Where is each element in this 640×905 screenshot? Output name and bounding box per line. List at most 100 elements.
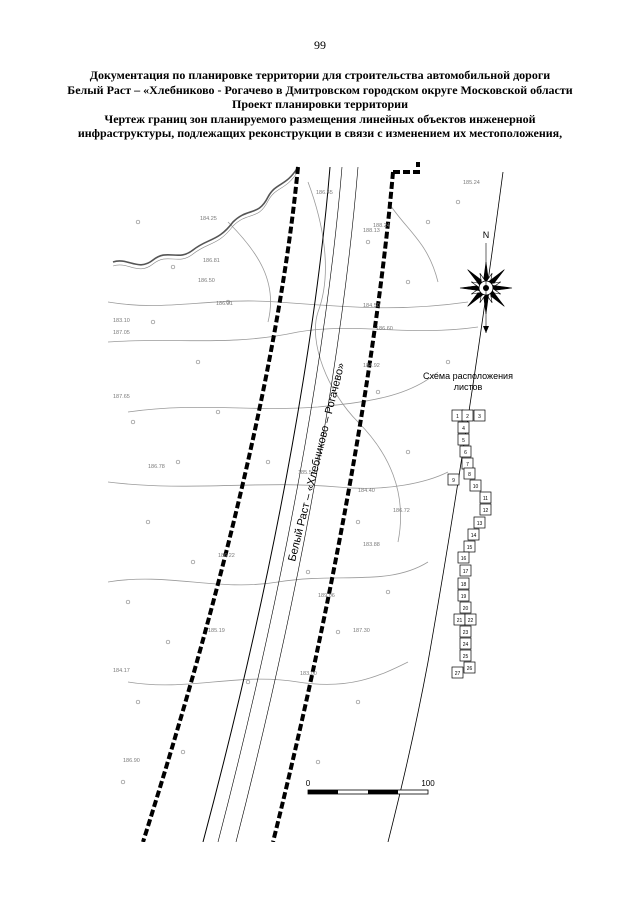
sheet-number: 15 [467,545,473,551]
elevation-label: 186.31 [216,301,233,307]
scale-bar: 0 100 [306,779,435,795]
header-line-3: Проект планировки территории [231,97,409,111]
sheet-number: 27 [455,671,461,677]
header-line-4: Чертеж границ зон планируемого размещени… [104,111,536,126]
elevation-label: 183.88 [363,542,380,548]
elevation-labels: 186.45 188.13 185.24 184.25 186.81 186.50 183.… [113,180,480,764]
elevation-label: 185.19 [208,628,225,634]
elevation-label: 186.50 [198,278,215,284]
sheet-box [457,589,470,602]
sheet-box [459,564,472,577]
sheet-box [457,433,470,446]
sheet-scheme-title: Схема расположения [423,371,513,381]
sheet-box [459,625,472,638]
sheet-box [479,503,492,516]
sheet-number: 5 [462,438,465,444]
elevation-label: 187.05 [113,330,130,336]
sheet-box [463,661,476,674]
road-centerlines [202,166,359,842]
sheet-box [457,577,470,590]
sheet-number: 3 [478,414,481,420]
elevation-label: 184.17 [113,668,130,674]
sheet-number: 2 [466,414,469,420]
sheet-box [473,409,486,422]
river-bank [112,170,299,269]
sheet-number: 22 [468,618,474,624]
contour-lines [108,181,479,686]
sheet-number: 1 [456,414,459,420]
elevation-label: 187.30 [353,628,370,634]
elevation-label: 188.24 [373,223,390,229]
header-line-1: Документация по планировке территории дл… [89,68,551,82]
site-plan-map: 186.45 188.13 185.24 184.25 186.81 186.50 183.… [108,162,513,842]
document-header: Документация по планировке территории дл… [30,68,610,141]
sheet-number: 25 [463,654,469,660]
header-line-5: инфраструктуры, подлежащих реконструкции… [77,126,563,140]
sheet-number: 18 [461,582,467,588]
elevation-label: 186.22 [218,553,235,559]
scale-end-label: 100 [421,779,435,788]
sheet-box [447,473,460,486]
road-name-label: Белый Раст – «Хлебниково – Рогачево» [286,362,347,563]
sheet-number: 7 [466,462,469,468]
sheet-number: 4 [462,426,465,432]
sheet-box [463,467,476,480]
north-label: N [483,230,490,240]
elevation-label: 183.10 [113,318,130,324]
river [112,166,299,266]
page-number: 99 [314,38,326,52]
elevation-label: 186.78 [148,464,165,470]
elevation-label: 184.25 [200,216,217,222]
sheet-number: 21 [457,618,463,624]
sheet-box [469,479,482,492]
sheet-number: 17 [463,569,469,575]
sheet-box [459,637,472,650]
sheet-number: 10 [473,484,479,490]
elevation-label: 188.13 [363,228,380,234]
sheet-box [463,540,476,553]
elevation-label: 184.50 [363,303,380,309]
sheet-box [467,528,480,541]
sheet-number: 6 [464,450,467,456]
sheet-scheme-subtitle: листов [454,382,483,392]
sheet-number: 14 [471,533,477,539]
elevation-label: 186.81 [203,258,220,264]
sheet-box [459,649,472,662]
elevation-label: 187.65 [113,394,130,400]
elevation-label: 186.90 [123,758,140,764]
sheet-box [459,445,472,458]
elevation-label: 186.72 [393,508,410,514]
sheet-number: 16 [461,556,467,562]
elevation-label: 185.24 [463,180,480,186]
sheet-number: 23 [463,630,469,636]
elevation-label: 186.60 [376,326,393,332]
elevation-label: 189.06 [318,593,335,599]
sheet-number: 24 [463,642,469,648]
elevation-label: 184.92 [363,363,380,369]
sheet-number: 13 [477,521,483,527]
scale-start-label: 0 [306,779,311,788]
sheet-number: 12 [483,508,489,514]
sheet-box [464,613,477,626]
sheet-box [457,421,470,434]
sheet-number: 19 [461,594,467,600]
sheet-number: 9 [452,478,455,484]
elevation-label: 186.45 [316,190,333,196]
zone-boundaries [141,162,420,842]
elevation-label: 184.40 [358,488,375,494]
sheet-box [461,409,474,422]
elevation-label: 183.00 [300,671,317,677]
sheet-number: 8 [468,472,471,478]
sheet-box [479,491,492,504]
survey-points [120,199,461,785]
sheet-box [459,601,472,614]
sheet-number: 11 [483,496,488,502]
compass-rose-icon: N [459,230,513,333]
sheet-number: 26 [467,666,473,672]
header-line-2: Белый Раст – «Хлебниково - Рогачево в Дм… [67,82,573,97]
sheet-box [451,666,464,679]
sheet-box [457,551,470,564]
elevation-label: 185.50 [298,470,315,476]
sheet-number: 20 [463,606,469,612]
